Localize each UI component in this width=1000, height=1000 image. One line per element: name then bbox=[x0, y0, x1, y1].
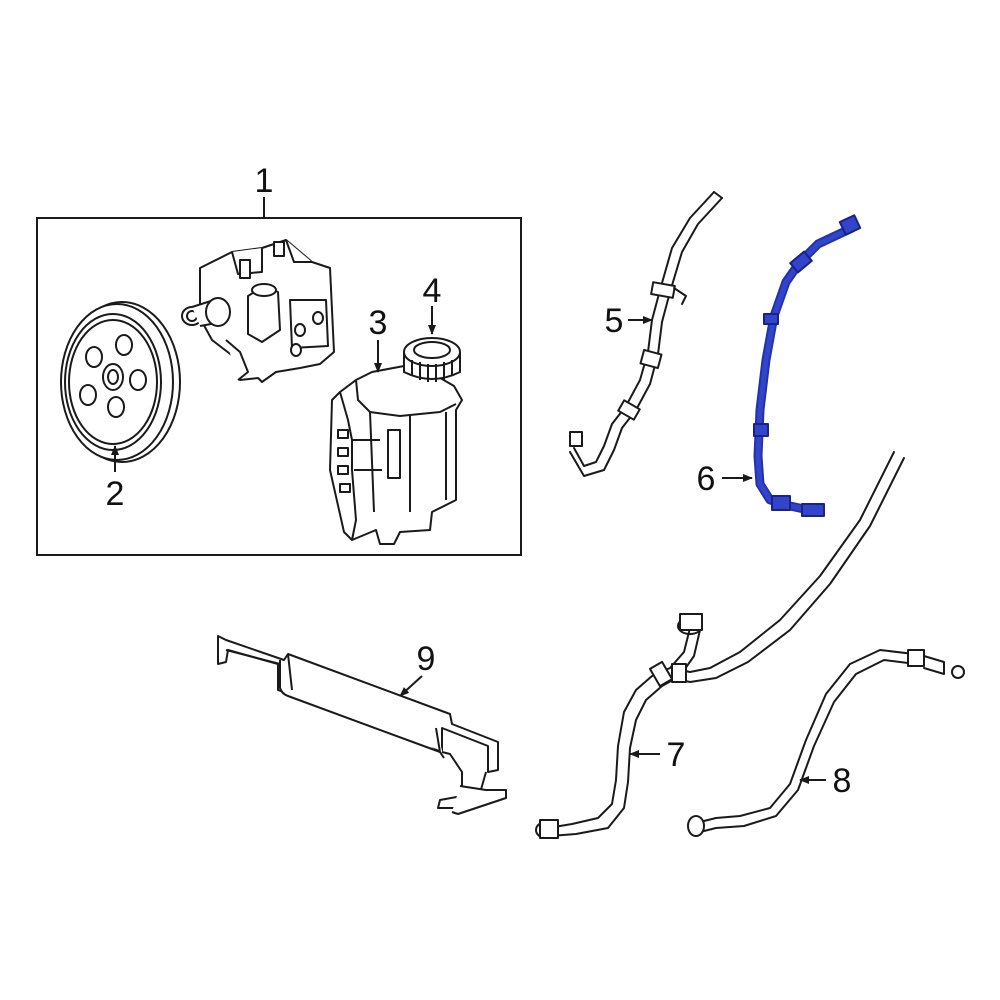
reservoir-cap-drawing[interactable] bbox=[404, 338, 460, 382]
callout-1[interactable]: 1 bbox=[255, 162, 274, 200]
callout-2[interactable]: 2 bbox=[106, 475, 125, 513]
callout-9-arrow bbox=[399, 675, 423, 697]
callout-7[interactable]: 7 bbox=[667, 736, 686, 774]
callout-9[interactable]: 9 bbox=[417, 640, 436, 678]
callout-3[interactable]: 3 bbox=[369, 304, 388, 342]
callout-8[interactable]: 8 bbox=[833, 762, 852, 800]
callout-5[interactable]: 5 bbox=[605, 302, 624, 340]
assembly-box bbox=[36, 217, 522, 556]
pulley-drawing[interactable] bbox=[61, 302, 180, 462]
callout-6[interactable]: 6 bbox=[697, 460, 716, 498]
reservoir-drawing[interactable] bbox=[330, 366, 462, 544]
pump-body-drawing[interactable] bbox=[182, 240, 334, 382]
return-hose-lower-drawing[interactable] bbox=[536, 452, 904, 838]
callout-4[interactable]: 4 bbox=[423, 272, 442, 310]
fluid-cooler-drawing[interactable] bbox=[218, 636, 506, 814]
cooler-hose-drawing[interactable] bbox=[688, 650, 964, 836]
pressure-hose-drawing[interactable] bbox=[570, 192, 722, 476]
return-hose-highlighted-drawing[interactable] bbox=[754, 215, 860, 516]
